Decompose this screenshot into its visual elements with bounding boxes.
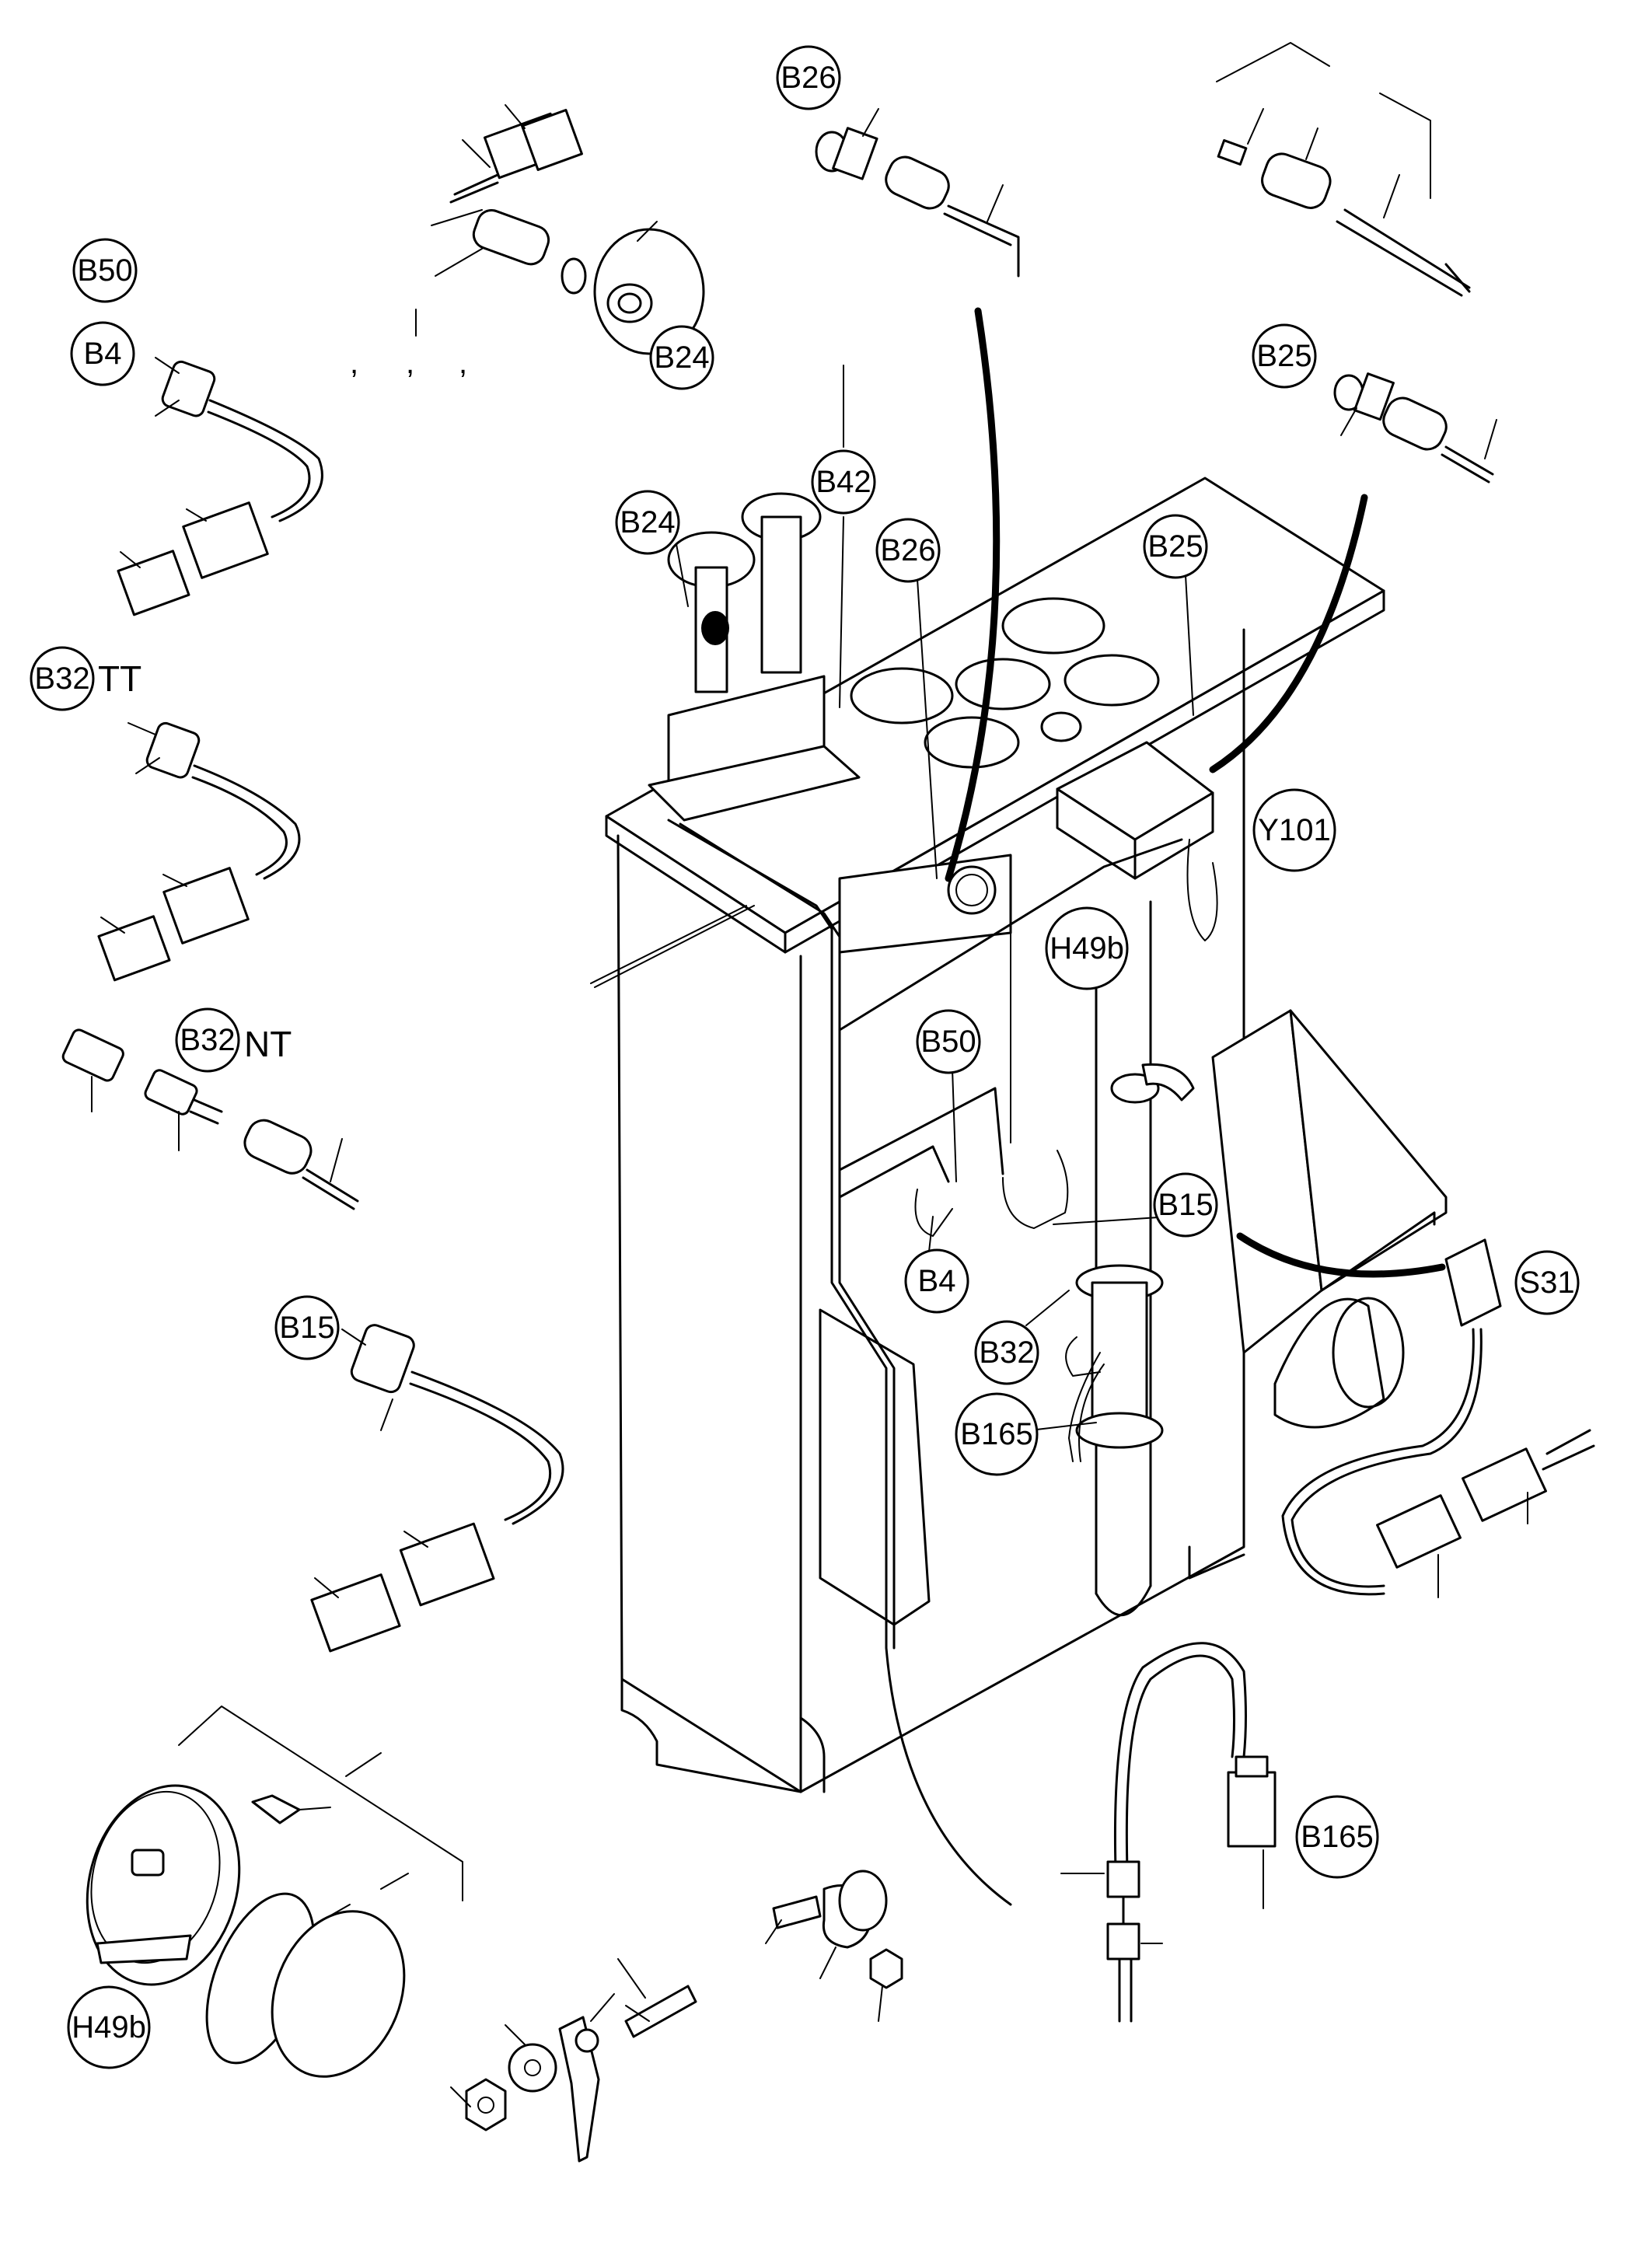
label-b42: B42: [816, 465, 871, 499]
callout-b26-top: B26: [776, 45, 841, 110]
label-b25-top: B25: [1256, 339, 1311, 373]
label-s31: S31: [1519, 1266, 1574, 1300]
b32-tt-sensor-detail: [97, 721, 301, 982]
label-b26-mid: B26: [880, 533, 935, 567]
b26-sensor-detail: [815, 108, 1020, 278]
b25-sensor-detail: [1333, 372, 1497, 484]
label-b4-top: B4: [84, 337, 122, 371]
label-b165-right: B165: [1301, 1820, 1373, 1854]
label-h49b-left: H49b: [72, 2010, 146, 2044]
callout-b42: B42: [811, 449, 876, 515]
comma-mark-1: ,: [350, 346, 358, 380]
callout-b24-mid: B24: [615, 490, 680, 555]
label-b4-mid: B4: [918, 1264, 956, 1298]
callout-b32-tt: B32 TT: [30, 646, 141, 711]
h49b-horn-detail: [86, 1706, 463, 2078]
b15-sensor-detail: [310, 1324, 564, 1653]
callout-b32-nt: B32 NT: [175, 1007, 292, 1073]
callout-b15-left: B15: [274, 1295, 340, 1360]
b24-sensor-detail: [415, 104, 705, 355]
label-b26-top: B26: [781, 61, 836, 95]
top-right-parts: [1216, 42, 1471, 297]
callout-b25-top: B25: [1252, 323, 1317, 389]
callout-b165-right: B165: [1295, 1795, 1379, 1879]
callout-b4-top: B4: [70, 321, 135, 386]
callout-b50-top: B50: [72, 238, 138, 303]
label-b50-top: B50: [77, 253, 132, 288]
b4-sensor-detail: [117, 357, 323, 616]
callout-b32-mid: B32: [974, 1320, 1039, 1385]
callout-b4-mid: B4: [904, 1248, 969, 1314]
label-suffix-nt: NT: [244, 1024, 292, 1064]
callout-s31: S31: [1514, 1250, 1580, 1315]
callout-y101: Y101: [1252, 788, 1336, 872]
callout-b26-mid: B26: [875, 518, 941, 583]
callout-b165-mid: B165: [955, 1392, 1039, 1476]
label-b32-mid: B32: [979, 1335, 1034, 1370]
label-b32-nt: B32: [180, 1023, 235, 1057]
b32-nt-sensor-detail: [61, 1028, 359, 1210]
top-equipment: [648, 492, 1214, 954]
comma-mark-2: ,: [406, 346, 414, 380]
callout-b50-mid: B50: [916, 1009, 981, 1074]
label-b15-left: B15: [279, 1311, 334, 1345]
b165-sensor-detail: [1060, 1642, 1277, 2023]
label-b24-top: B24: [654, 340, 709, 375]
label-suffix-tt: TT: [98, 658, 141, 699]
callout-b25-mid: B25: [1143, 514, 1208, 579]
label-b32-tt: B32: [34, 662, 89, 696]
bracket-hardware: [450, 1958, 697, 2163]
callout-b15-mid: B15: [1153, 1172, 1218, 1238]
cable-clamp-detail: [765, 1870, 903, 2022]
leader-lines: [676, 365, 1194, 1431]
s31-switch: [1281, 1238, 1595, 1598]
callout-h49b-left: H49b: [67, 1985, 151, 2069]
wiring-harness: [590, 307, 1446, 1906]
label-y101: Y101: [1258, 813, 1330, 847]
comma-mark-3: ,: [459, 346, 467, 380]
label-b165-mid: B165: [960, 1417, 1032, 1451]
label-b25-mid: B25: [1147, 529, 1203, 564]
label-b24-mid: B24: [620, 505, 675, 539]
label-b50-mid: B50: [920, 1025, 976, 1059]
label-b15-mid: B15: [1158, 1188, 1213, 1222]
label-h49b-mid: H49b: [1050, 931, 1124, 965]
callout-h49b-mid: H49b: [1045, 906, 1129, 990]
flange-assembly: [1075, 1063, 1405, 1449]
callout-b24-top: B24: [649, 325, 714, 390]
